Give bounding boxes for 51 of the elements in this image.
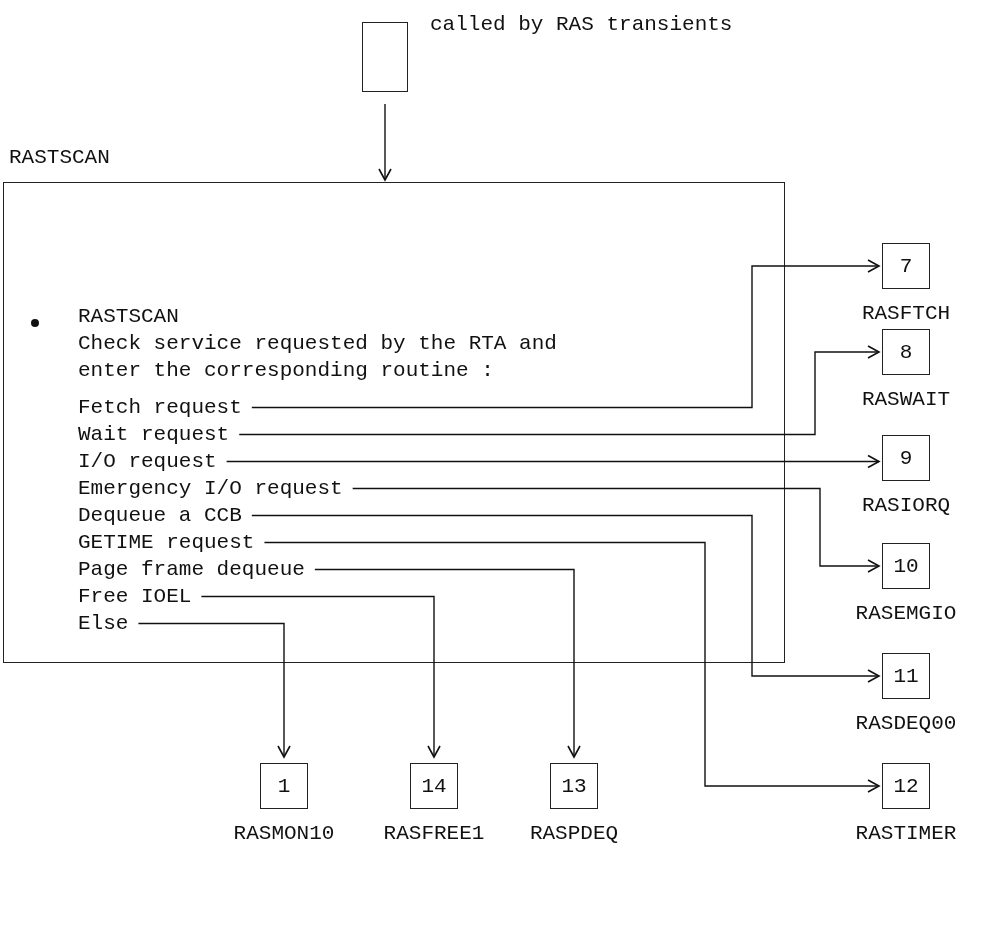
numbered-box bbox=[882, 243, 930, 289]
box-title: RASTSCAN bbox=[9, 147, 110, 168]
box-number: 7 bbox=[899, 255, 913, 277]
arrow bbox=[314, 568, 581, 758]
numbered-box bbox=[882, 435, 930, 481]
box-number: 1 bbox=[277, 775, 291, 797]
box-caption: called by RAS transients bbox=[430, 14, 733, 35]
box-number: 8 bbox=[899, 341, 913, 363]
numbered-box bbox=[882, 543, 930, 589]
box-number: 11 bbox=[893, 665, 919, 687]
box-number: 10 bbox=[893, 555, 919, 577]
box-caption: RASIORQ bbox=[861, 495, 951, 516]
arrow bbox=[351, 487, 880, 573]
arrow bbox=[225, 454, 880, 469]
description-text: RASTSCAN bbox=[78, 304, 180, 330]
request-label: Fetch request bbox=[78, 394, 242, 421]
request-label: I/O request bbox=[78, 448, 217, 475]
arrow bbox=[137, 622, 291, 758]
box-caption: RASEMGIO bbox=[855, 603, 957, 624]
box-number: 13 bbox=[561, 775, 587, 797]
request-label: Else bbox=[78, 610, 129, 637]
request-label: Dequeue a CCB bbox=[78, 502, 242, 529]
description-text: Check service requested by the RTA and enter the corresponding routine : bbox=[78, 331, 558, 384]
request-label: Wait request bbox=[78, 421, 230, 448]
box-caption: RASPDEQ bbox=[529, 823, 619, 844]
arrow bbox=[251, 514, 880, 683]
numbered-box bbox=[550, 763, 598, 809]
arrow bbox=[378, 103, 392, 181]
box-caption: RASFREE1 bbox=[383, 823, 485, 844]
box-caption: RASWAIT bbox=[861, 389, 951, 410]
numbered-box bbox=[882, 653, 930, 699]
arrow bbox=[200, 595, 441, 758]
arrow bbox=[251, 259, 880, 409]
empty-box bbox=[362, 22, 408, 92]
box-caption: RASDEQ00 bbox=[855, 713, 957, 734]
box-caption: RASMON10 bbox=[233, 823, 335, 844]
numbered-box bbox=[260, 763, 308, 809]
box-number: 14 bbox=[421, 775, 447, 797]
numbered-box bbox=[410, 763, 458, 809]
request-label: Emergency I/O request bbox=[78, 475, 343, 502]
numbered-box bbox=[882, 763, 930, 809]
box-caption: RASTIMER bbox=[855, 823, 957, 844]
numbered-box bbox=[882, 329, 930, 375]
arrow bbox=[263, 541, 880, 793]
box-caption: RASFTCH bbox=[861, 303, 951, 324]
arrow bbox=[238, 345, 880, 436]
request-label: Page frame dequeue bbox=[78, 556, 305, 583]
request-label: GETIME request bbox=[78, 529, 255, 556]
box-number: 12 bbox=[893, 775, 919, 797]
box-number: 9 bbox=[899, 447, 913, 469]
request-label: Free IOEL bbox=[78, 583, 192, 610]
